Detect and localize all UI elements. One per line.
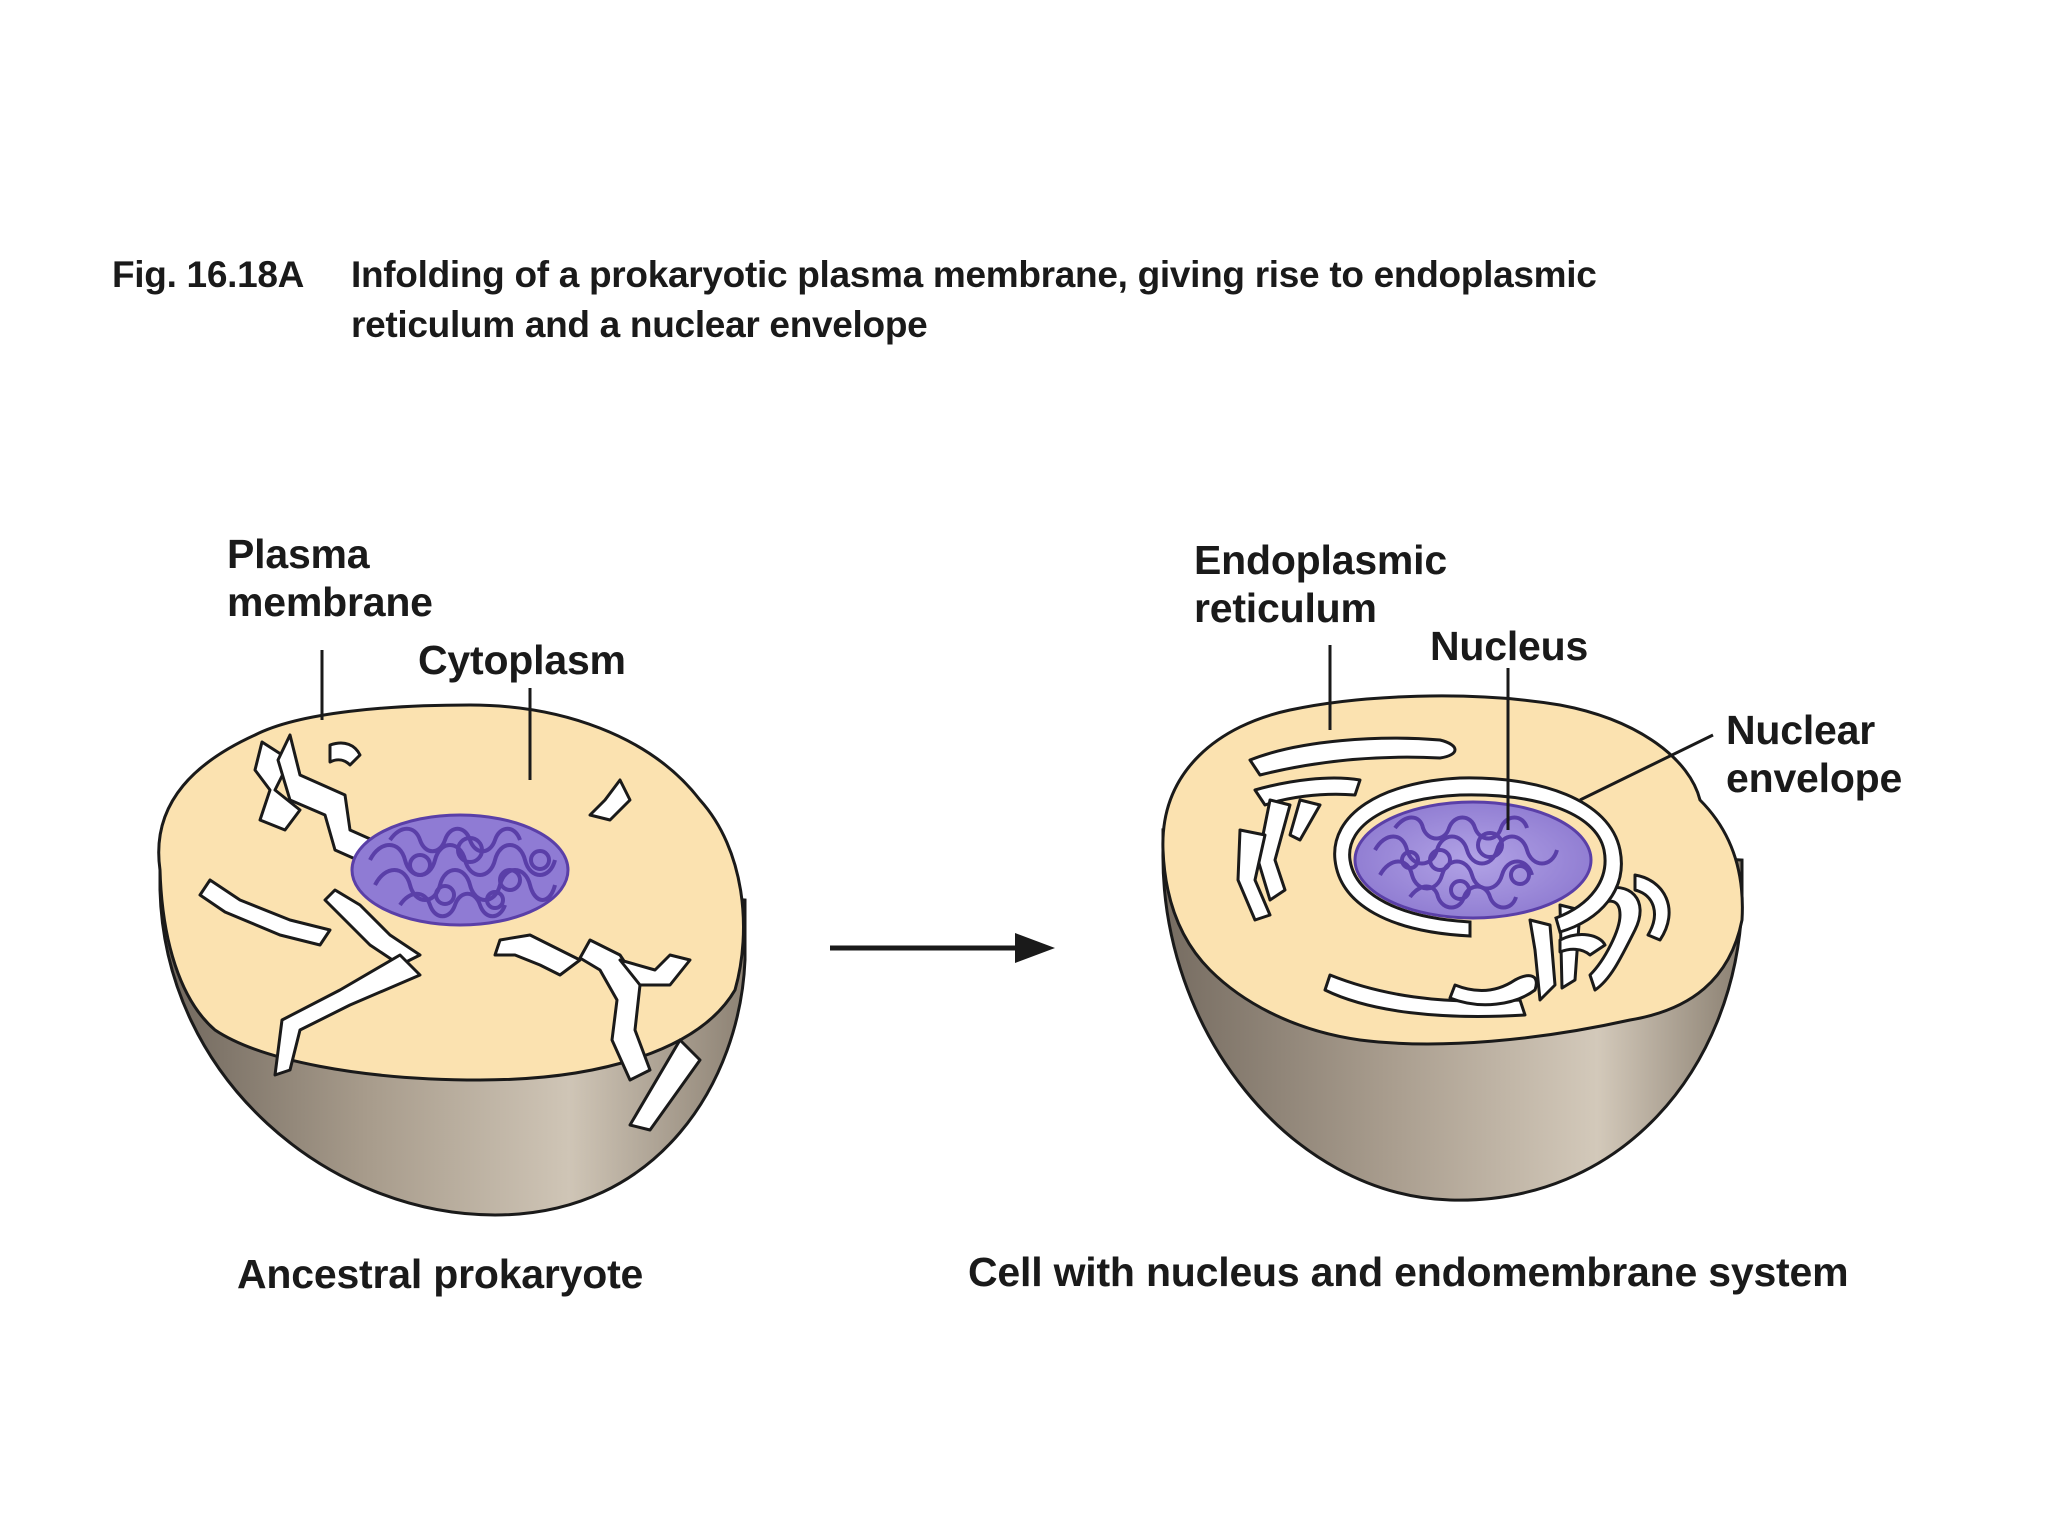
right-cell-title: Cell with nucleus and endomembrane syste… <box>968 1249 1849 1295</box>
label-nucleus: Nucleus <box>1430 623 1589 669</box>
label-plasma-membrane: Plasma membrane <box>227 530 433 626</box>
label-cytoplasm: Cytoplasm <box>418 637 626 683</box>
left-dna-nucleoid <box>350 813 570 927</box>
label-nuclear-envelope-line-1: Nuclear <box>1726 707 1876 753</box>
label-plasma-membrane-line-2: membrane <box>227 579 433 625</box>
label-plasma-membrane-line-1: Plasma <box>227 531 370 577</box>
right-cell <box>1161 645 1744 1202</box>
caption-text-1: Infolding of a prokaryotic plasma membra… <box>351 254 1597 295</box>
right-er-channels <box>1236 736 1671 1018</box>
label-nuclear-envelope-line-2: envelope <box>1726 755 1903 801</box>
nuclear-envelope <box>1333 776 1623 938</box>
right-chromatin <box>1373 815 1559 910</box>
figure-number: Fig. 16.18A <box>112 254 305 295</box>
label-endoplasmic-reticulum: Endoplasmic reticulum <box>1194 536 1447 632</box>
left-membrane-infoldings <box>198 733 702 1132</box>
figure-caption: Fig. 16.18A Infolding of a prokaryotic pl… <box>112 250 1597 350</box>
label-er-line-2: reticulum <box>1194 585 1377 631</box>
transition-arrow <box>830 933 1055 963</box>
left-cell-title: Ancestral prokaryote <box>237 1251 644 1297</box>
left-cell <box>157 650 747 1217</box>
label-nuclear-envelope: Nuclear envelope <box>1726 706 1902 802</box>
label-er-line-1: Endoplasmic <box>1194 537 1447 583</box>
caption-line-1: Fig. 16.18A Infolding of a prokaryotic pl… <box>112 250 1597 300</box>
caption-line-2: reticulum and a nuclear envelope <box>351 304 928 345</box>
nuclear-envelope-leader <box>1579 733 1714 802</box>
